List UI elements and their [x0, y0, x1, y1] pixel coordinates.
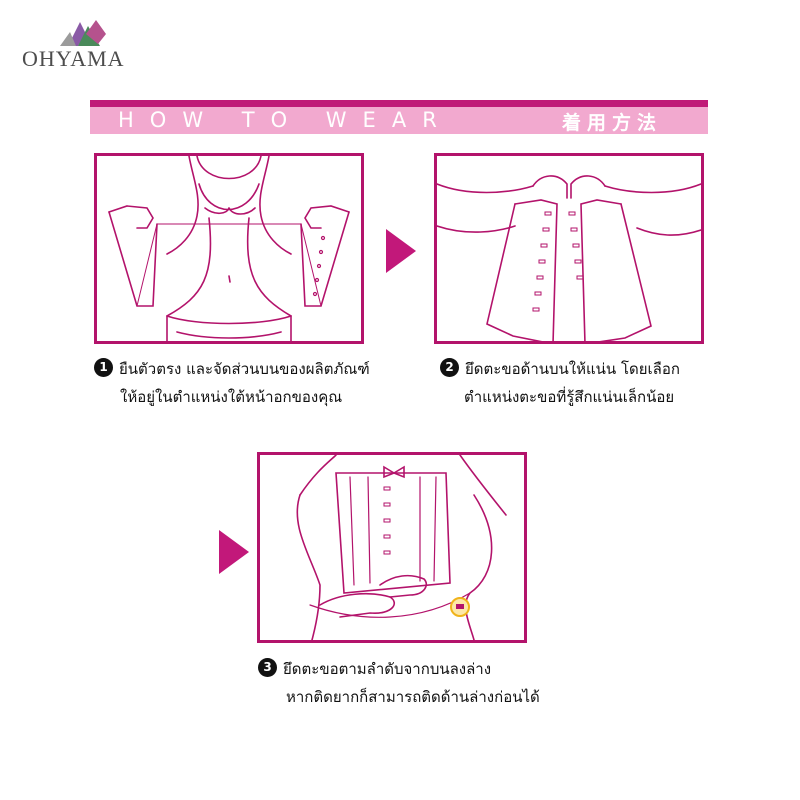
banner-top-stripe: [90, 100, 708, 107]
step-1-illustration: [94, 153, 364, 344]
step-2-line-1: ยึดตะขอด้านบนให้แน่น โดยเลือก: [465, 360, 680, 378]
step-3-instructions: 3 ยึดตะขอตามลำดับจากบนลงล่าง หากติดยากก็ส…: [258, 655, 540, 711]
next-step-arrow-icon: [219, 530, 249, 574]
next-step-arrow-icon: [386, 229, 416, 273]
step-3-line-2: หากติดยากก็สามารถติดด้านล่างก่อนได้: [286, 688, 540, 706]
banner-title: HOW TO WEAR: [118, 108, 453, 132]
step-2-line-2: ตำแหน่งตะขอที่รู้สึกแน่นเล็กน้อย: [464, 388, 675, 406]
brand-logo: OHYAMA: [22, 18, 142, 74]
step-1-number-badge: 1: [94, 358, 113, 377]
banner-bar: [90, 107, 708, 134]
step-1-drawing: [108, 156, 350, 341]
step-3-line-1: ยึดตะขอตามลำดับจากบนลงล่าง: [283, 660, 492, 678]
banner-subtitle-jp: 着用方法: [561, 112, 662, 134]
step-3-number-badge: 3: [258, 658, 277, 677]
how-to-wear-banner: HOW TO WEAR 着用方法: [90, 100, 708, 134]
ohyama-logo-icon: [60, 20, 106, 46]
step-1-line-1: ยืนตัวตรง และจัดส่วนบนของผลิตภัณฑ์: [119, 360, 370, 378]
step-1-line-2: ให้อยู่ในตำแหน่งใต้หน้าอกของคุณ: [120, 388, 343, 406]
step-2-instructions: 2 ยึดตะขอด้านบนให้แน่น โดยเลือก ตำแหน่งตะ…: [440, 355, 680, 411]
step-2-drawing: [437, 175, 701, 341]
step-3-illustration: [257, 452, 527, 643]
step-3-drawing: [296, 455, 507, 640]
brand-name: OHYAMA: [22, 46, 125, 71]
step-2-illustration: [434, 153, 704, 344]
step-2-number-badge: 2: [440, 358, 459, 377]
step-1-instructions: 1 ยืนตัวตรง และจัดส่วนบนของผลิตภัณฑ์ ให้อ…: [94, 355, 370, 411]
